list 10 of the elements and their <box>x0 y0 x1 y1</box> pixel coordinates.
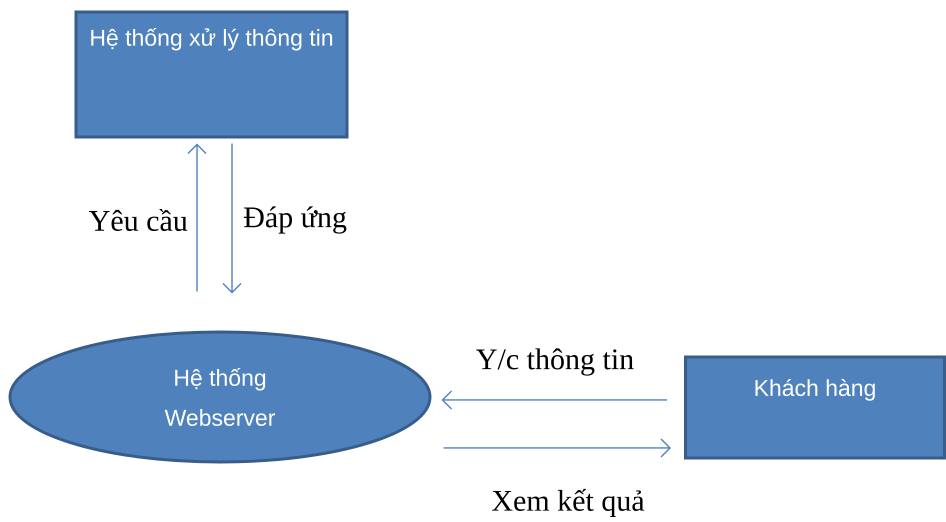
arrow <box>444 438 671 458</box>
arrow <box>188 144 206 292</box>
edge-label: Y/c thông tin <box>474 347 636 377</box>
edge-label: Yêu cầu <box>88 208 189 232</box>
process-box: Khách hàng <box>684 355 946 460</box>
arrow <box>442 390 667 410</box>
edge-label: Đáp ứng <box>242 205 348 235</box>
process-box: Hệ thống xử lý thông tin <box>74 10 348 138</box>
edge-label: Xem kết quả <box>490 488 646 518</box>
arrow <box>222 144 242 294</box>
